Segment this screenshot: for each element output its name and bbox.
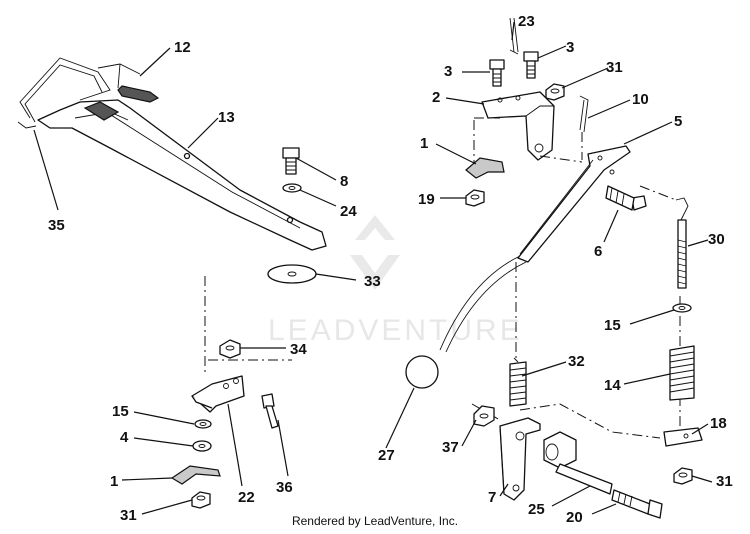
bolt-8 (282, 147, 300, 175)
callout-23: 23 (518, 13, 535, 30)
callout-14: 14 (604, 377, 621, 394)
bolt-3-left (489, 59, 505, 87)
callout-3-right: 3 (566, 39, 574, 56)
callout-37: 37 (442, 439, 459, 456)
callout-32: 32 (568, 353, 585, 370)
watermark-text: LEADVENTURE (268, 314, 523, 347)
callout-27: 27 (378, 447, 395, 464)
callout-1-left: 1 (110, 473, 118, 490)
nut-19 (465, 189, 485, 207)
footer-credit: Rendered by LeadVenture, Inc. (291, 514, 459, 528)
callout-4: 4 (120, 429, 129, 446)
callout-20: 20 (566, 509, 583, 526)
spring-14 (669, 345, 695, 401)
shift-lever-5 (517, 145, 631, 263)
nut-31-right (673, 467, 693, 485)
clip-1-left (170, 465, 221, 485)
callout-8: 8 (340, 173, 348, 190)
pin-18 (663, 427, 703, 447)
hairpin-10 (579, 95, 589, 133)
callout-10: 10 (632, 91, 649, 108)
callout-1-right: 1 (420, 135, 428, 152)
callout-12: 12 (174, 39, 191, 56)
callout-31-top: 31 (606, 59, 623, 76)
callout-31-right: 31 (716, 473, 733, 490)
callout-25: 25 (528, 501, 545, 518)
washer-15-right (672, 303, 692, 313)
bolt-36 (261, 393, 279, 429)
rod-27 (405, 255, 527, 389)
callout-19: 19 (418, 191, 435, 208)
spring-32 (509, 357, 527, 407)
nut-34 (219, 339, 241, 359)
callout-34: 34 (290, 341, 307, 358)
bracket-2 (481, 91, 555, 161)
callout-30: 30 (708, 231, 725, 248)
handle-grip (97, 63, 160, 103)
callout-15-left: 15 (112, 403, 129, 420)
bolt-20 (611, 489, 663, 519)
callout-15-right: 15 (604, 317, 621, 334)
callout-31-left: 31 (120, 507, 137, 524)
clip-1-right (465, 157, 505, 179)
callout-numbers: 12 13 35 8 24 33 34 15 4 1 31 22 36 23 3… (48, 13, 733, 526)
callout-6: 6 (594, 243, 602, 260)
callout-36: 36 (276, 479, 293, 496)
bolt-6 (605, 185, 647, 211)
callout-35: 35 (48, 217, 65, 234)
leader-lines (33, 21, 713, 515)
nut-37 (473, 405, 495, 427)
callout-13: 13 (218, 109, 235, 126)
callout-7: 7 (488, 489, 496, 506)
watermark-logo: LEADVENTURE (268, 215, 523, 347)
eyebolt-30 (675, 197, 689, 289)
nut-31-left (191, 491, 211, 509)
callout-3-left: 3 (444, 63, 452, 80)
bolt-3-right (523, 51, 539, 79)
callout-18: 18 (710, 415, 727, 432)
washer-4 (192, 440, 212, 452)
callout-33: 33 (364, 273, 381, 290)
nut-31-top (545, 83, 565, 101)
washer-24 (282, 183, 302, 193)
washer-15-left (194, 419, 212, 429)
lift-lever-handle (17, 57, 327, 251)
callout-24: 24 (340, 203, 357, 220)
callout-22: 22 (238, 489, 255, 506)
callout-2: 2 (432, 89, 440, 106)
bushing-25 (543, 431, 613, 495)
washer-33 (267, 264, 317, 284)
bracket-7 (499, 417, 541, 501)
bracket-22 (191, 375, 245, 413)
callout-5: 5 (674, 113, 682, 130)
